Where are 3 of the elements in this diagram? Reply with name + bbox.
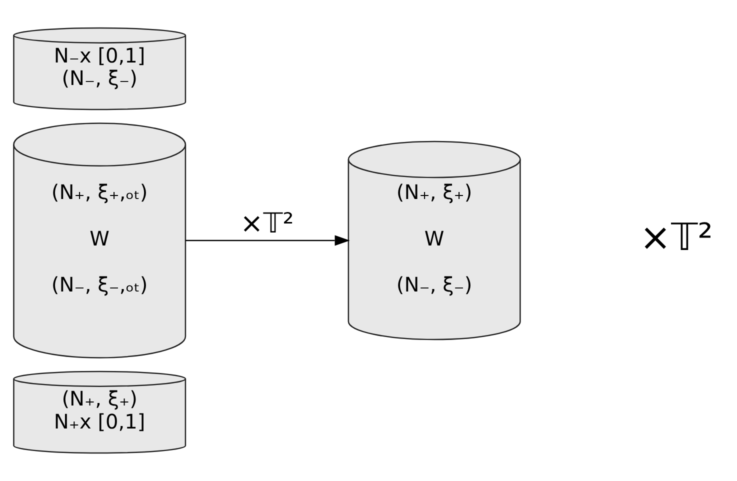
arrow — [186, 235, 350, 246]
label: ×𝕋² — [640, 214, 713, 259]
edge-label: ×𝕋² — [240, 206, 294, 240]
